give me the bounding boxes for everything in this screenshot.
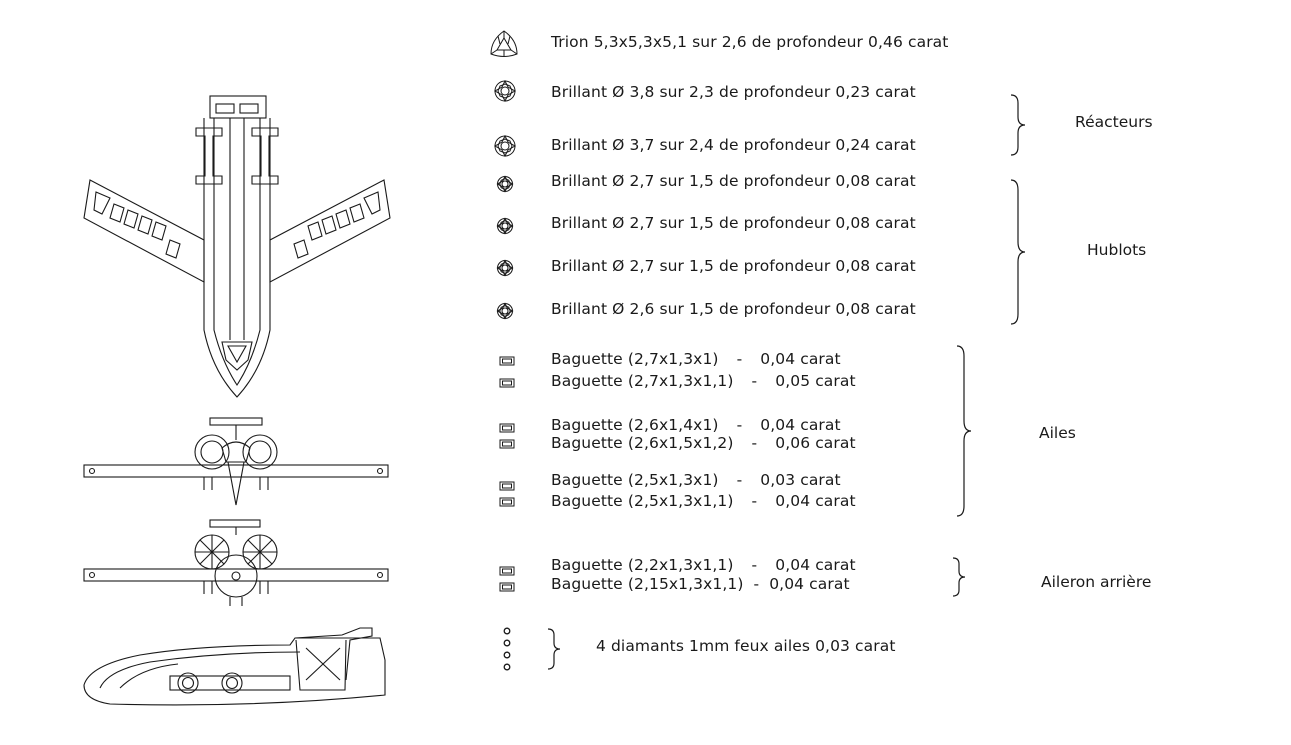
baguette-row: Baguette (2,7x1,3x1)-0,04 carat xyxy=(551,350,841,368)
brilliant-carat: 0,08 carat xyxy=(835,172,916,190)
brilliant-desc: Brillant Ø 3,7 sur 2,4 de profondeur xyxy=(551,136,831,154)
baguette-carat: 0,04 carat xyxy=(769,575,850,593)
airplane-side-view xyxy=(83,627,386,706)
baguette-desc: Baguette (2,5x1,3x1,1) xyxy=(551,492,734,510)
baguette-carat: 0,04 carat xyxy=(775,556,856,574)
group-label-ailes: Ailes xyxy=(1039,424,1076,442)
brace-aileron xyxy=(952,557,966,597)
group-label-aileron: Aileron arrière xyxy=(1041,573,1152,591)
group-label-reacteurs: Réacteurs xyxy=(1075,113,1153,131)
baguette-carat: 0,04 carat xyxy=(775,492,856,510)
baguette-row: Baguette (2,5x1,3x1,1)-0,04 carat xyxy=(551,492,856,510)
airplane-rear-view xyxy=(83,519,389,606)
baguette-separator: - xyxy=(751,556,758,574)
baguette-desc: Baguette (2,7x1,3x1,1) xyxy=(551,372,734,390)
brilliant-gem-icon xyxy=(496,302,514,320)
baguette-gem-icon xyxy=(499,356,515,366)
baguette-carat: 0,05 carat xyxy=(775,372,856,390)
trion-carat: 0,46 carat xyxy=(868,33,949,51)
brilliant-row: Brillant Ø 2,6 sur 1,5 de profondeur 0,0… xyxy=(551,300,916,318)
baguette-gem-icon xyxy=(499,566,515,576)
baguette-separator: - xyxy=(736,471,743,489)
baguette-separator: - xyxy=(736,416,743,434)
brilliant-gem-icon xyxy=(496,217,514,235)
brace-ailes xyxy=(956,345,972,517)
baguette-separator: - xyxy=(753,575,760,593)
brilliant-row: Brillant Ø 3,8 sur 2,3 de profondeur 0,2… xyxy=(551,83,916,101)
brilliant-desc: Brillant Ø 2,6 sur 1,5 de profondeur xyxy=(551,300,831,318)
baguette-gem-icon xyxy=(499,481,515,491)
airplane-front-view xyxy=(83,417,389,506)
brilliant-gem-icon xyxy=(496,259,514,277)
brilliant-carat: 0,08 carat xyxy=(835,257,916,275)
baguette-gem-icon xyxy=(499,378,515,388)
brilliant-desc: Brillant Ø 2,7 sur 1,5 de profondeur xyxy=(551,172,831,190)
baguette-carat: 0,04 carat xyxy=(760,350,841,368)
baguette-separator: - xyxy=(751,372,758,390)
brace-feux xyxy=(547,628,561,670)
baguette-desc: Baguette (2,6x1,4x1) xyxy=(551,416,719,434)
brilliant-gem-icon xyxy=(496,175,514,193)
baguette-gem-icon xyxy=(499,439,515,449)
baguette-separator: - xyxy=(751,434,758,452)
brilliant-desc: Brillant Ø 2,7 sur 1,5 de profondeur xyxy=(551,257,831,275)
baguette-gem-icon xyxy=(499,423,515,433)
brilliant-desc: Brillant Ø 2,7 sur 1,5 de profondeur xyxy=(551,214,831,232)
airplane-top-view xyxy=(83,95,391,398)
feux-row: 4 diamants 1mm feux ailes 0,03 carat xyxy=(596,637,896,655)
brilliant-desc: Brillant Ø 3,8 sur 2,3 de profondeur xyxy=(551,83,831,101)
baguette-gem-icon xyxy=(499,582,515,592)
small-round-diamond-icon xyxy=(503,627,511,671)
brilliant-row: Brillant Ø 2,7 sur 1,5 de profondeur 0,0… xyxy=(551,172,916,190)
brilliant-gem-icon xyxy=(493,79,517,103)
baguette-row: Baguette (2,6x1,4x1)-0,04 carat xyxy=(551,416,841,434)
baguette-row: Baguette (2,2x1,3x1,1)-0,04 carat xyxy=(551,556,856,574)
baguette-row: Baguette (2,5x1,3x1)-0,03 carat xyxy=(551,471,841,489)
baguette-gem-icon xyxy=(499,497,515,507)
baguette-desc: Baguette (2,15x1,3x1,1) xyxy=(551,575,744,593)
baguette-row: Baguette (2,7x1,3x1,1)-0,05 carat xyxy=(551,372,856,390)
baguette-separator: - xyxy=(751,492,758,510)
trion-row: Trion 5,3x5,3x5,1 sur 2,6 de profondeur … xyxy=(551,33,948,51)
baguette-carat: 0,04 carat xyxy=(760,416,841,434)
baguette-row: Baguette (2,6x1,5x1,2)-0,06 carat xyxy=(551,434,856,452)
baguette-desc: Baguette (2,5x1,3x1) xyxy=(551,471,719,489)
baguette-desc: Baguette (2,6x1,5x1,2) xyxy=(551,434,734,452)
brace-hublots xyxy=(1010,179,1026,325)
brilliant-gem-icon xyxy=(493,134,517,158)
trion-desc: Trion 5,3x5,3x5,1 sur 2,6 de profondeur xyxy=(551,33,863,51)
baguette-desc: Baguette (2,2x1,3x1,1) xyxy=(551,556,734,574)
trion-gem-icon xyxy=(490,30,518,57)
baguette-desc: Baguette (2,7x1,3x1) xyxy=(551,350,719,368)
airplane-drawings xyxy=(83,95,391,706)
brilliant-carat: 0,23 carat xyxy=(835,83,916,101)
baguette-carat: 0,03 carat xyxy=(760,471,841,489)
brilliant-carat: 0,08 carat xyxy=(835,300,916,318)
baguette-carat: 0,06 carat xyxy=(775,434,856,452)
baguette-separator: - xyxy=(736,350,743,368)
brilliant-row: Brillant Ø 2,7 sur 1,5 de profondeur 0,0… xyxy=(551,257,916,275)
baguette-row: Baguette (2,15x1,3x1,1)-0,04 carat xyxy=(551,575,850,593)
brilliant-carat: 0,24 carat xyxy=(835,136,916,154)
brilliant-row: Brillant Ø 3,7 sur 2,4 de profondeur 0,2… xyxy=(551,136,916,154)
brace-reacteurs xyxy=(1010,94,1026,156)
brilliant-row: Brillant Ø 2,7 sur 1,5 de profondeur 0,0… xyxy=(551,214,916,232)
brilliant-carat: 0,08 carat xyxy=(835,214,916,232)
group-label-hublots: Hublots xyxy=(1087,241,1147,259)
